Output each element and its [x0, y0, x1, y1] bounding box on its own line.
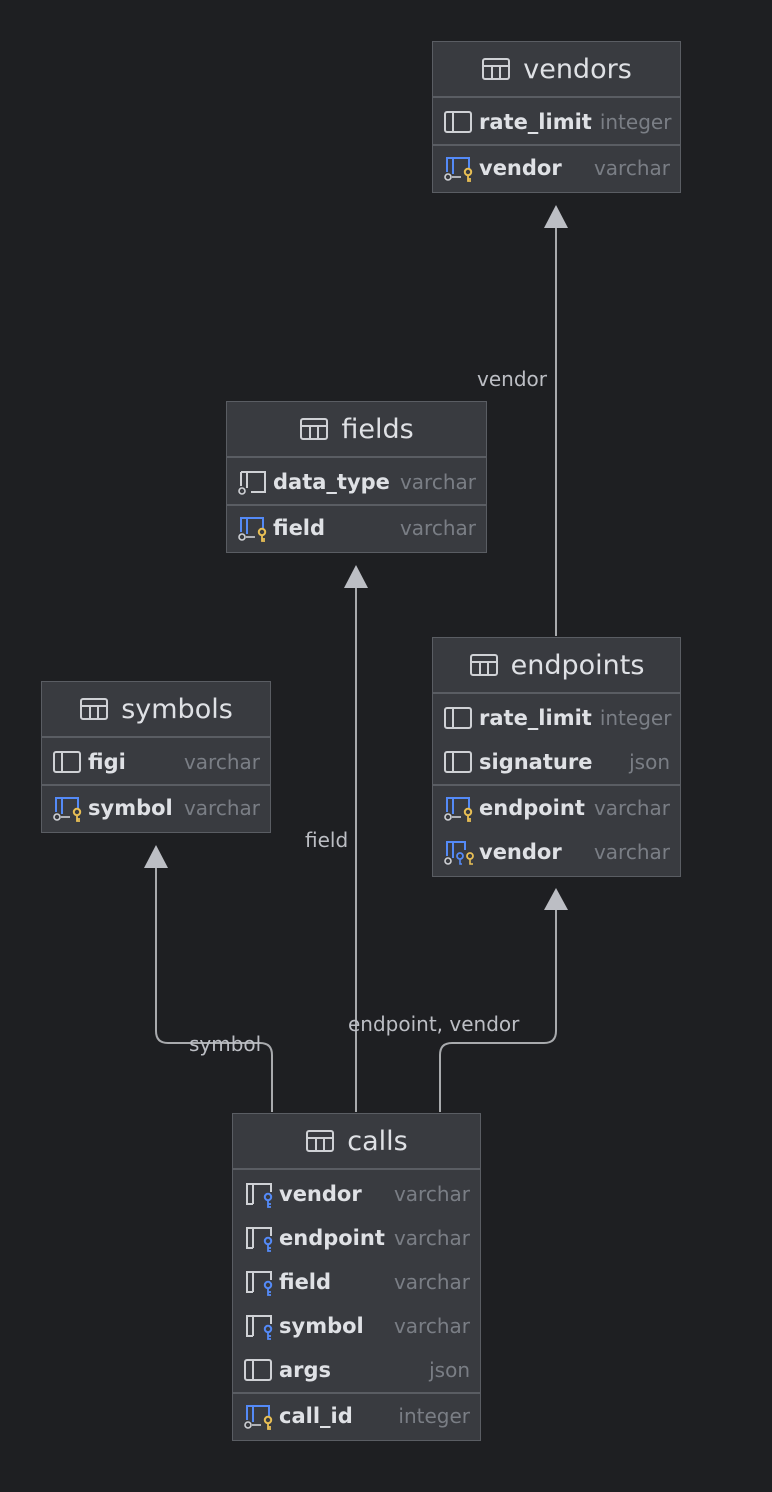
primary-key-icon: [237, 514, 269, 542]
column-name: field: [279, 1270, 332, 1294]
column-name: symbol: [88, 796, 173, 820]
column-row[interactable]: args json: [233, 1348, 480, 1392]
column-row[interactable]: rate_limit integer: [433, 696, 680, 740]
table-icon: [305, 1129, 335, 1153]
column-type: varchar: [183, 750, 260, 774]
column-name: symbol: [279, 1314, 364, 1338]
column-icon: [443, 704, 475, 732]
column-icon: [243, 1356, 275, 1384]
column-name: endpoint: [479, 796, 585, 820]
table-header[interactable]: symbols: [42, 682, 270, 738]
column-icon: [443, 108, 475, 136]
column-row[interactable]: endpoint varchar: [433, 784, 680, 830]
table-header[interactable]: vendors: [433, 42, 680, 98]
foreign-key-icon: [243, 1312, 275, 1340]
column-row[interactable]: endpoint varchar: [233, 1216, 480, 1260]
column-type: varchar: [593, 840, 670, 864]
relation-label-endpoints-vendors: vendor: [477, 367, 547, 391]
column-type: integer: [398, 1404, 470, 1428]
table-title: calls: [347, 1125, 408, 1157]
table-calls[interactable]: calls vendor varchar endpoint varchar field va…: [232, 1113, 481, 1441]
column-row[interactable]: symbol varchar: [42, 784, 270, 830]
column-type: varchar: [393, 1314, 470, 1338]
column-name: signature: [479, 750, 593, 774]
column-name: field: [273, 516, 326, 540]
column-name: call_id: [279, 1404, 353, 1428]
column-type: json: [429, 1358, 470, 1382]
column-type: varchar: [593, 156, 670, 180]
relation-arrow-fields: [344, 565, 368, 588]
table-icon: [469, 653, 499, 677]
column-name: vendor: [279, 1182, 362, 1206]
column-row[interactable]: vendor varchar: [433, 830, 680, 874]
table-header[interactable]: calls: [233, 1114, 480, 1170]
table-icon: [79, 697, 109, 721]
column-name: vendor: [479, 156, 562, 180]
column-row[interactable]: call_id integer: [233, 1392, 480, 1438]
column-row[interactable]: data_type varchar: [227, 460, 486, 504]
table-title: fields: [341, 413, 414, 445]
column-type: json: [629, 750, 670, 774]
relation-line-calls-symbols[interactable]: [155, 866, 273, 1112]
primary-key-icon: [243, 1402, 275, 1430]
relation-arrow-endpoints: [544, 888, 568, 910]
primary-key-icon: [443, 154, 475, 182]
primary-foreign-key-icon: [443, 838, 475, 866]
column-name: figi: [88, 750, 126, 774]
column-name: vendor: [479, 840, 562, 864]
column-row[interactable]: field varchar: [227, 504, 486, 550]
table-symbols[interactable]: symbols figi varchar symbol varchar: [41, 681, 271, 833]
relation-label-calls-fields: field: [305, 828, 349, 852]
column-row[interactable]: vendor varchar: [433, 144, 680, 190]
column-type: varchar: [393, 1226, 470, 1250]
column-row[interactable]: symbol varchar: [233, 1304, 480, 1348]
table-icon: [299, 417, 329, 441]
column-type: varchar: [399, 516, 476, 540]
primary-key-icon: [52, 794, 84, 822]
column-row[interactable]: figi varchar: [42, 740, 270, 784]
relation-line-calls-endpoints[interactable]: [439, 908, 557, 1112]
foreign-key-icon: [243, 1268, 275, 1296]
column-name: data_type: [273, 470, 390, 494]
column-type: varchar: [183, 796, 260, 820]
table-title: endpoints: [510, 649, 645, 681]
table-vendors[interactable]: vendors rate_limit integer vendor varchar: [432, 41, 681, 193]
column-type: varchar: [593, 796, 670, 820]
column-row[interactable]: field varchar: [233, 1260, 480, 1304]
table-icon: [481, 57, 511, 81]
column-icon: [443, 748, 475, 776]
column-notnull-icon: [237, 468, 269, 496]
column-type: integer: [599, 706, 672, 730]
column-name: endpoint: [279, 1226, 385, 1250]
column-name: rate_limit: [479, 110, 592, 134]
relation-arrow-symbols: [144, 845, 168, 868]
column-name: args: [279, 1358, 332, 1382]
relation-arrow-vendors: [544, 205, 568, 228]
relation-label-calls-endpoints: endpoint, vendor: [348, 1012, 520, 1036]
column-row[interactable]: signature json: [433, 740, 680, 784]
column-type: integer: [599, 110, 672, 134]
foreign-key-icon: [243, 1224, 275, 1252]
table-title: vendors: [523, 53, 632, 85]
column-type: varchar: [393, 1182, 470, 1206]
table-header[interactable]: fields: [227, 402, 486, 458]
table-header[interactable]: endpoints: [433, 638, 680, 694]
table-title: symbols: [121, 693, 233, 725]
column-icon: [52, 748, 84, 776]
column-row[interactable]: vendor varchar: [233, 1172, 480, 1216]
foreign-key-icon: [243, 1180, 275, 1208]
relation-label-calls-symbols: symbol: [189, 1032, 262, 1056]
primary-key-icon: [443, 794, 475, 822]
column-type: varchar: [393, 1270, 470, 1294]
column-name: rate_limit: [479, 706, 592, 730]
column-type: varchar: [399, 470, 476, 494]
column-row[interactable]: rate_limit integer: [433, 100, 680, 144]
